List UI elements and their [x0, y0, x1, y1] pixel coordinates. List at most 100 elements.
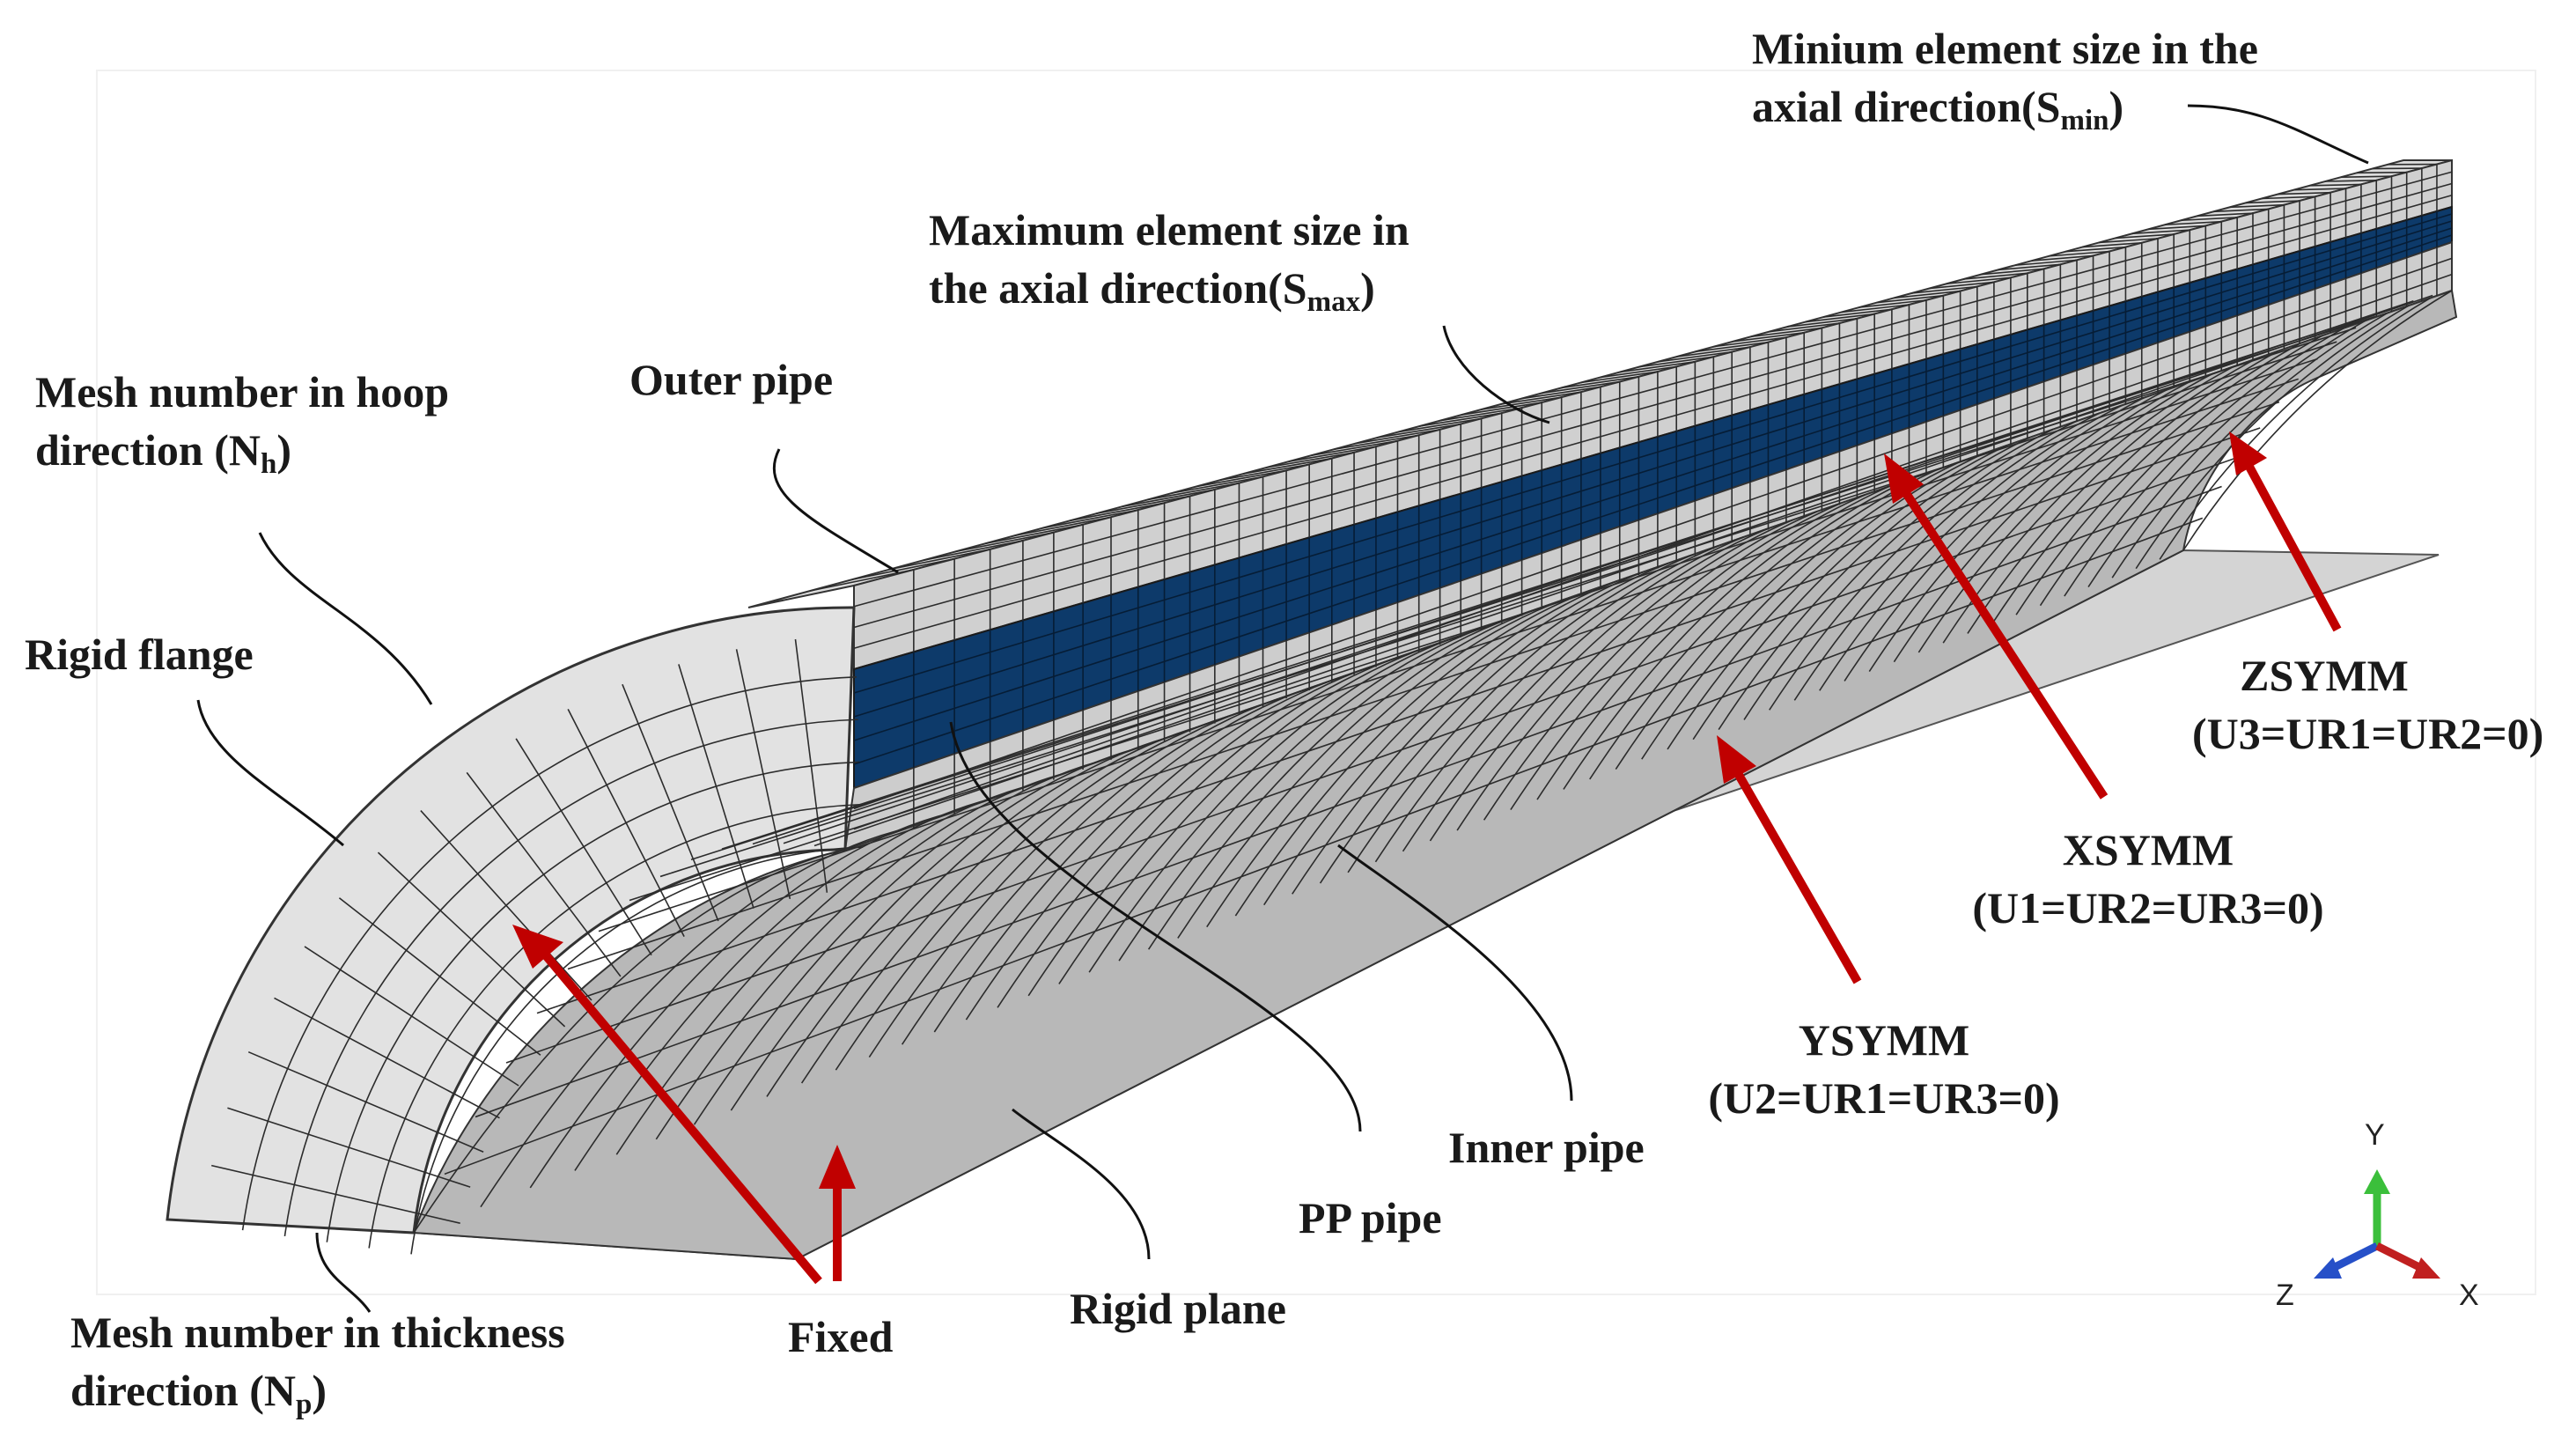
mesh-axial-line [1172, 475, 1263, 494]
inner-pipe-hoop-line [480, 828, 907, 1208]
mesh-axial-line [1196, 469, 1287, 488]
mesh-lines [211, 163, 2453, 1255]
mesh-axial-line [1243, 457, 1332, 475]
inner-pipe-long-line [721, 315, 2376, 850]
triad-z-head [2314, 1257, 2342, 1279]
mesh-axial-line [1676, 346, 1751, 357]
mesh-axial-line [1311, 439, 1398, 456]
leader-rigid-flange [196, 699, 344, 847]
mesh-axial-line [1481, 396, 1562, 410]
arrow-xsymm-head [1884, 453, 1924, 504]
mesh-axial-line [889, 549, 990, 571]
inner-pipe-hoop-line [1769, 420, 2077, 711]
inner-pipe-hoop-line [1563, 485, 1890, 790]
flange-radial-line [622, 683, 719, 922]
inner-pipe-hoop-line [574, 798, 992, 1171]
inner-pipe-hoop-line [655, 772, 1066, 1140]
flange-radial-line [515, 738, 652, 956]
mesh-axial-line [954, 531, 1055, 553]
label-smax-line1: Maximum element size in [929, 205, 1409, 254]
label-smin-line1: Minium element size in the [1752, 24, 2258, 73]
mesh-axial-line [1096, 495, 1190, 514]
mesh-axial-line [1998, 263, 2061, 271]
inner-pipe-hoop-line [800, 726, 1198, 1084]
inner-pipe-hoop-line [1456, 519, 1793, 831]
mesh-axial-line [1600, 365, 1677, 379]
inner-pipe-hoop-line [901, 695, 1289, 1045]
inner-pipe-hoop-line [2087, 320, 2366, 588]
mesh-axial-line [1289, 446, 1377, 462]
inner-pipe-hoop-line [2182, 290, 2453, 551]
mesh-axial-line [1732, 332, 1805, 343]
arrow-fixed-diag-head [512, 925, 563, 969]
inner-pipe-hoop-line [1347, 554, 1694, 873]
mesh-axial-line [1014, 516, 1112, 537]
mesh-axial-line [1541, 380, 1620, 394]
leader-pp-pipe [949, 721, 1362, 1132]
arrow-fixed-diag-shaft [542, 952, 822, 1285]
leader-thickness [315, 1232, 372, 1313]
inner-pipe-hoop-line [835, 715, 1229, 1071]
mesh-axial-line [2309, 183, 2361, 187]
flange-radial-line [735, 649, 791, 900]
mesh-axial-line [1619, 360, 1696, 373]
mesh-axial-line [1398, 417, 1482, 433]
label-ysymm-name: YSYMM [1798, 1015, 1970, 1065]
inner-pipe-hoop-line [1615, 468, 1937, 770]
inner-pipe-hoop-line [1027, 654, 1404, 997]
mesh-axial-line [2082, 241, 2142, 248]
inner-pipe-hoop-line [1429, 527, 1769, 842]
arrow-zsymm-shaft [2245, 464, 2342, 632]
inner-pipe-hoop-line [1868, 388, 2168, 672]
mesh-axial-line [985, 523, 1084, 544]
inner-pipe-hoop-line [1991, 350, 2278, 625]
triad-z-shaft [2330, 1242, 2380, 1272]
inner-pipe-hoop-line [766, 737, 1167, 1097]
inner-pipe-hoop-line [1917, 373, 2212, 653]
mesh-axial-line [1638, 356, 1714, 368]
leader-smax [1442, 325, 1550, 424]
label-outer-pipe: Outer pipe [629, 355, 834, 404]
label-xsymm: XSYMM (U1=UR2=UR3=0) [1954, 821, 2342, 937]
inner-pipe-hoop-line [2039, 335, 2322, 607]
inner-pipe-hoop-line [1718, 437, 2031, 730]
flange-radial-line [420, 809, 592, 1001]
mesh-axial-line [1521, 386, 1601, 400]
label-thickness-line1: Mesh number in thickness [70, 1308, 565, 1357]
mesh-axial-line [1657, 350, 1733, 363]
figure-frame [96, 70, 2536, 1295]
inner-pipe-hoop-line [1058, 645, 1432, 984]
mesh-axial-line [1266, 452, 1355, 468]
label-zsymm: ZSYMM (U3=UR1=UR2=0) [2192, 646, 2543, 763]
inner-pipe-hoop-line [965, 674, 1347, 1021]
mesh-axial-line [1929, 281, 1994, 290]
mesh-axial-line [1580, 371, 1659, 384]
inner-pipe-hoop-line [1177, 608, 1540, 939]
bc-arrows [512, 431, 2342, 1285]
mesh-axial-line [2341, 175, 2392, 178]
inner-pipe-hoop-line [1402, 536, 1744, 852]
mesh-axial-line [1501, 391, 1582, 405]
inner-pipe-hoop-line [997, 664, 1376, 1008]
flange-radial-line [227, 1107, 471, 1188]
inner-pipe-long-line [598, 378, 2299, 932]
inner-pipe-hoop-line [868, 704, 1259, 1058]
inner-pipe-hoop-line [1743, 428, 2054, 720]
inner-pipe-long-line [444, 517, 2204, 1176]
inner-pipe-hoop-line [1147, 616, 1513, 950]
mesh-axial-line [1042, 509, 1138, 529]
arrow-ysymm-shaft [1734, 772, 1862, 984]
triad-x-head [2412, 1257, 2440, 1279]
inner-pipe-hoop-line [1844, 396, 2145, 682]
mesh-axial-line [1823, 308, 1892, 318]
inner-pipe-hoop-line [933, 684, 1319, 1033]
inner-pipe-hoop-line [730, 748, 1134, 1111]
mesh-axial-line [1439, 407, 1522, 422]
mesh-axial-line [1461, 402, 1542, 416]
label-xsymm-name: XSYMM [2062, 825, 2234, 874]
inner-pipe-hoop-line [1819, 404, 2123, 691]
label-thickness: Mesh number in thickness direction (Np) [70, 1303, 565, 1419]
inner-pipe-hoop-line [1263, 580, 1618, 906]
label-rigid-plane: Rigid plane [1070, 1284, 1286, 1333]
